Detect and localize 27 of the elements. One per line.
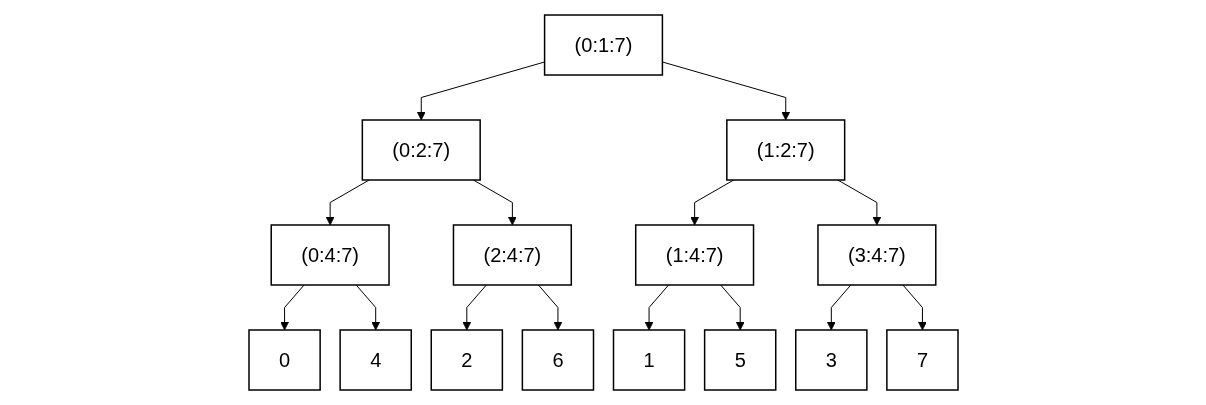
arrow (689, 179, 734, 226)
node-box: (3:4:7) (816, 224, 937, 286)
arrow (461, 284, 487, 331)
node-box: 7 (885, 329, 959, 391)
arrow (826, 284, 851, 331)
arrow (537, 284, 562, 331)
node-box: 6 (521, 329, 594, 391)
node-box: 0 (247, 329, 321, 391)
arrow (661, 61, 790, 121)
node-box: (0:4:7) (269, 224, 390, 286)
node-box: 3 (794, 329, 868, 391)
arrow (325, 179, 370, 226)
arrow (416, 61, 545, 121)
arrow (719, 284, 745, 331)
node-box: (1:4:7) (634, 224, 754, 286)
node-box: (1:2:7) (725, 119, 845, 181)
node-box: 5 (703, 329, 776, 391)
node-box: 1 (612, 329, 685, 391)
node-box: (0:1:7) (543, 14, 663, 76)
arrow (901, 284, 927, 331)
arrow (644, 284, 669, 331)
node-box: 2 (430, 329, 503, 391)
arrow (355, 284, 380, 331)
node-box: 4 (338, 329, 412, 391)
arrow (279, 284, 305, 331)
node-box: (2:4:7) (452, 224, 572, 286)
node-box: (0:2:7) (361, 119, 481, 181)
